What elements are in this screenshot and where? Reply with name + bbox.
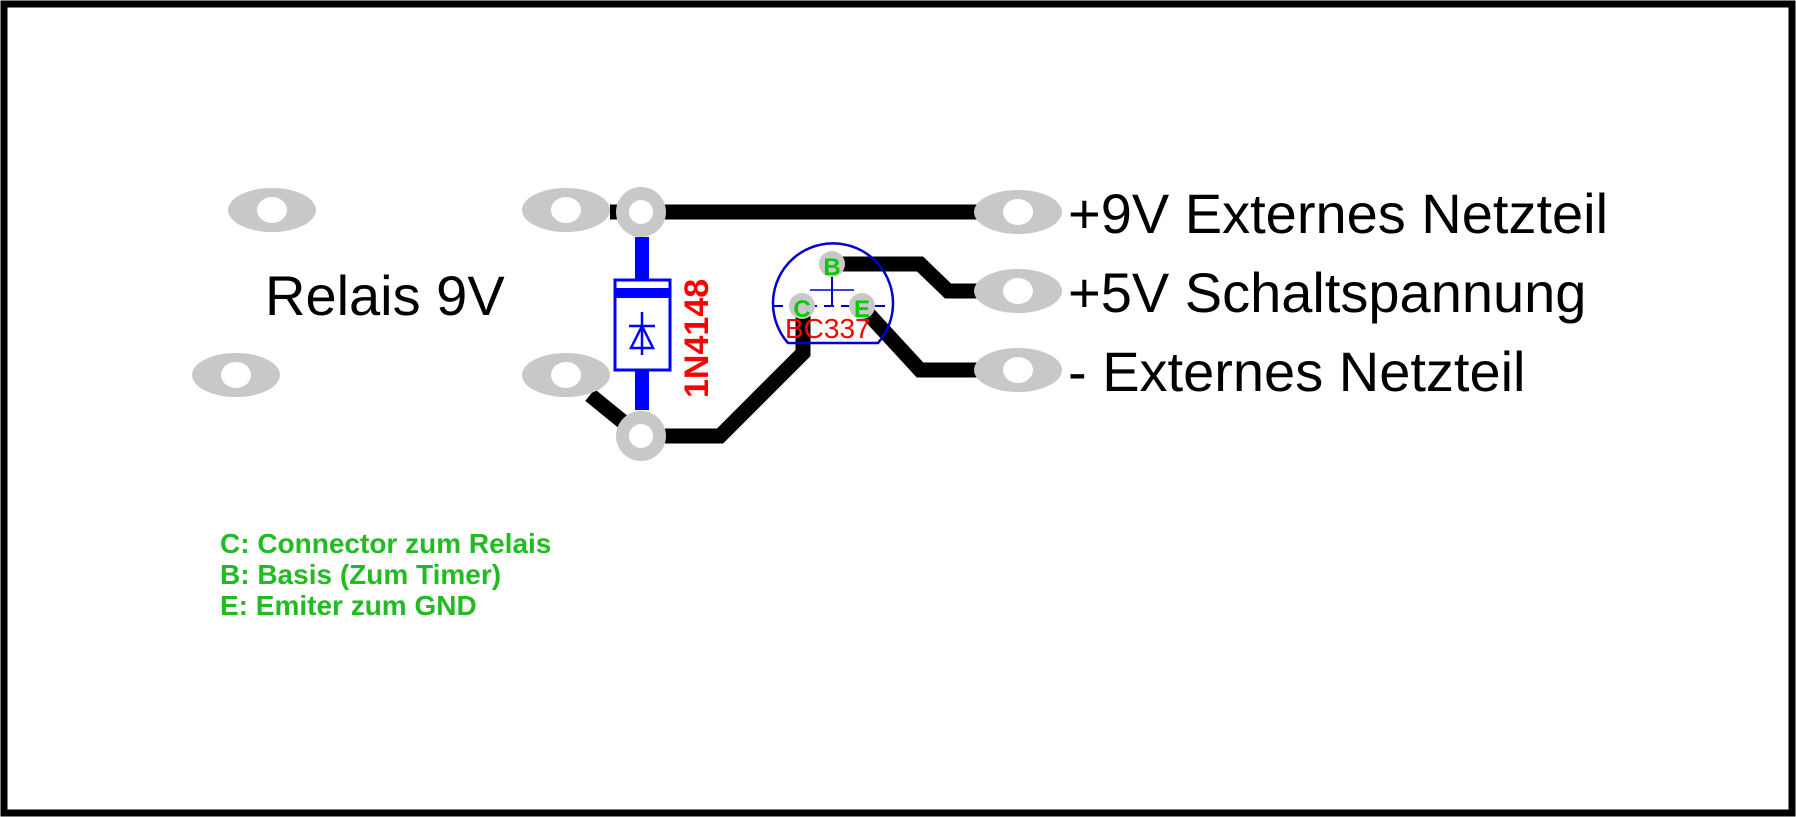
pin-legend: C: Connector zum Relais B: Basis (Zum Ti… <box>220 528 551 621</box>
relay-pad-2 <box>522 188 610 232</box>
traces <box>585 204 985 444</box>
diode-1n4148: 1N4148 <box>613 237 716 410</box>
pin-collector-pad <box>789 293 815 319</box>
pin-label-collector: C <box>793 296 810 323</box>
connector-pad-9v <box>974 190 1062 234</box>
relay-label: Relais 9V <box>265 264 505 327</box>
pin-base-pad <box>819 251 845 277</box>
diode-part-number: 1N4148 <box>678 279 716 398</box>
trace-emitter <box>856 301 985 378</box>
connector-label-gnd: - Externes Netzteil <box>1068 340 1526 403</box>
relay-pad-1 <box>228 188 316 232</box>
diode-pads <box>616 187 666 461</box>
pin-emitter-pad <box>849 293 875 319</box>
trace-base <box>832 256 985 299</box>
transistor-part-number: BC337 <box>785 313 871 344</box>
pin-label-emitter: E <box>854 296 870 323</box>
diode-cathode-band <box>615 288 670 298</box>
diode-pad-bottom <box>616 411 666 461</box>
pads <box>192 188 1062 397</box>
connector-label-9v: +9V Externes Netzteil <box>1068 182 1608 245</box>
connector-label-5v: +5V Schaltspannung <box>1068 261 1586 324</box>
transistor-outline <box>771 242 895 345</box>
trace-collector <box>665 310 811 444</box>
legend-line-base: B: Basis (Zum Timer) <box>220 559 501 590</box>
legend-line-collector: C: Connector zum Relais <box>220 528 551 559</box>
transistor-bc337: B C E BC337 <box>771 242 895 345</box>
pin-label-base: B <box>823 254 840 281</box>
connector-pad-5v <box>974 269 1062 313</box>
diode-pad-top <box>616 187 666 237</box>
diode-symbol-icon <box>628 312 656 355</box>
relay-pad-4 <box>522 353 610 397</box>
connector-pad-gnd <box>974 348 1062 392</box>
relay-pad-3 <box>192 353 280 397</box>
legend-line-emitter: E: Emiter zum GND <box>220 590 477 621</box>
